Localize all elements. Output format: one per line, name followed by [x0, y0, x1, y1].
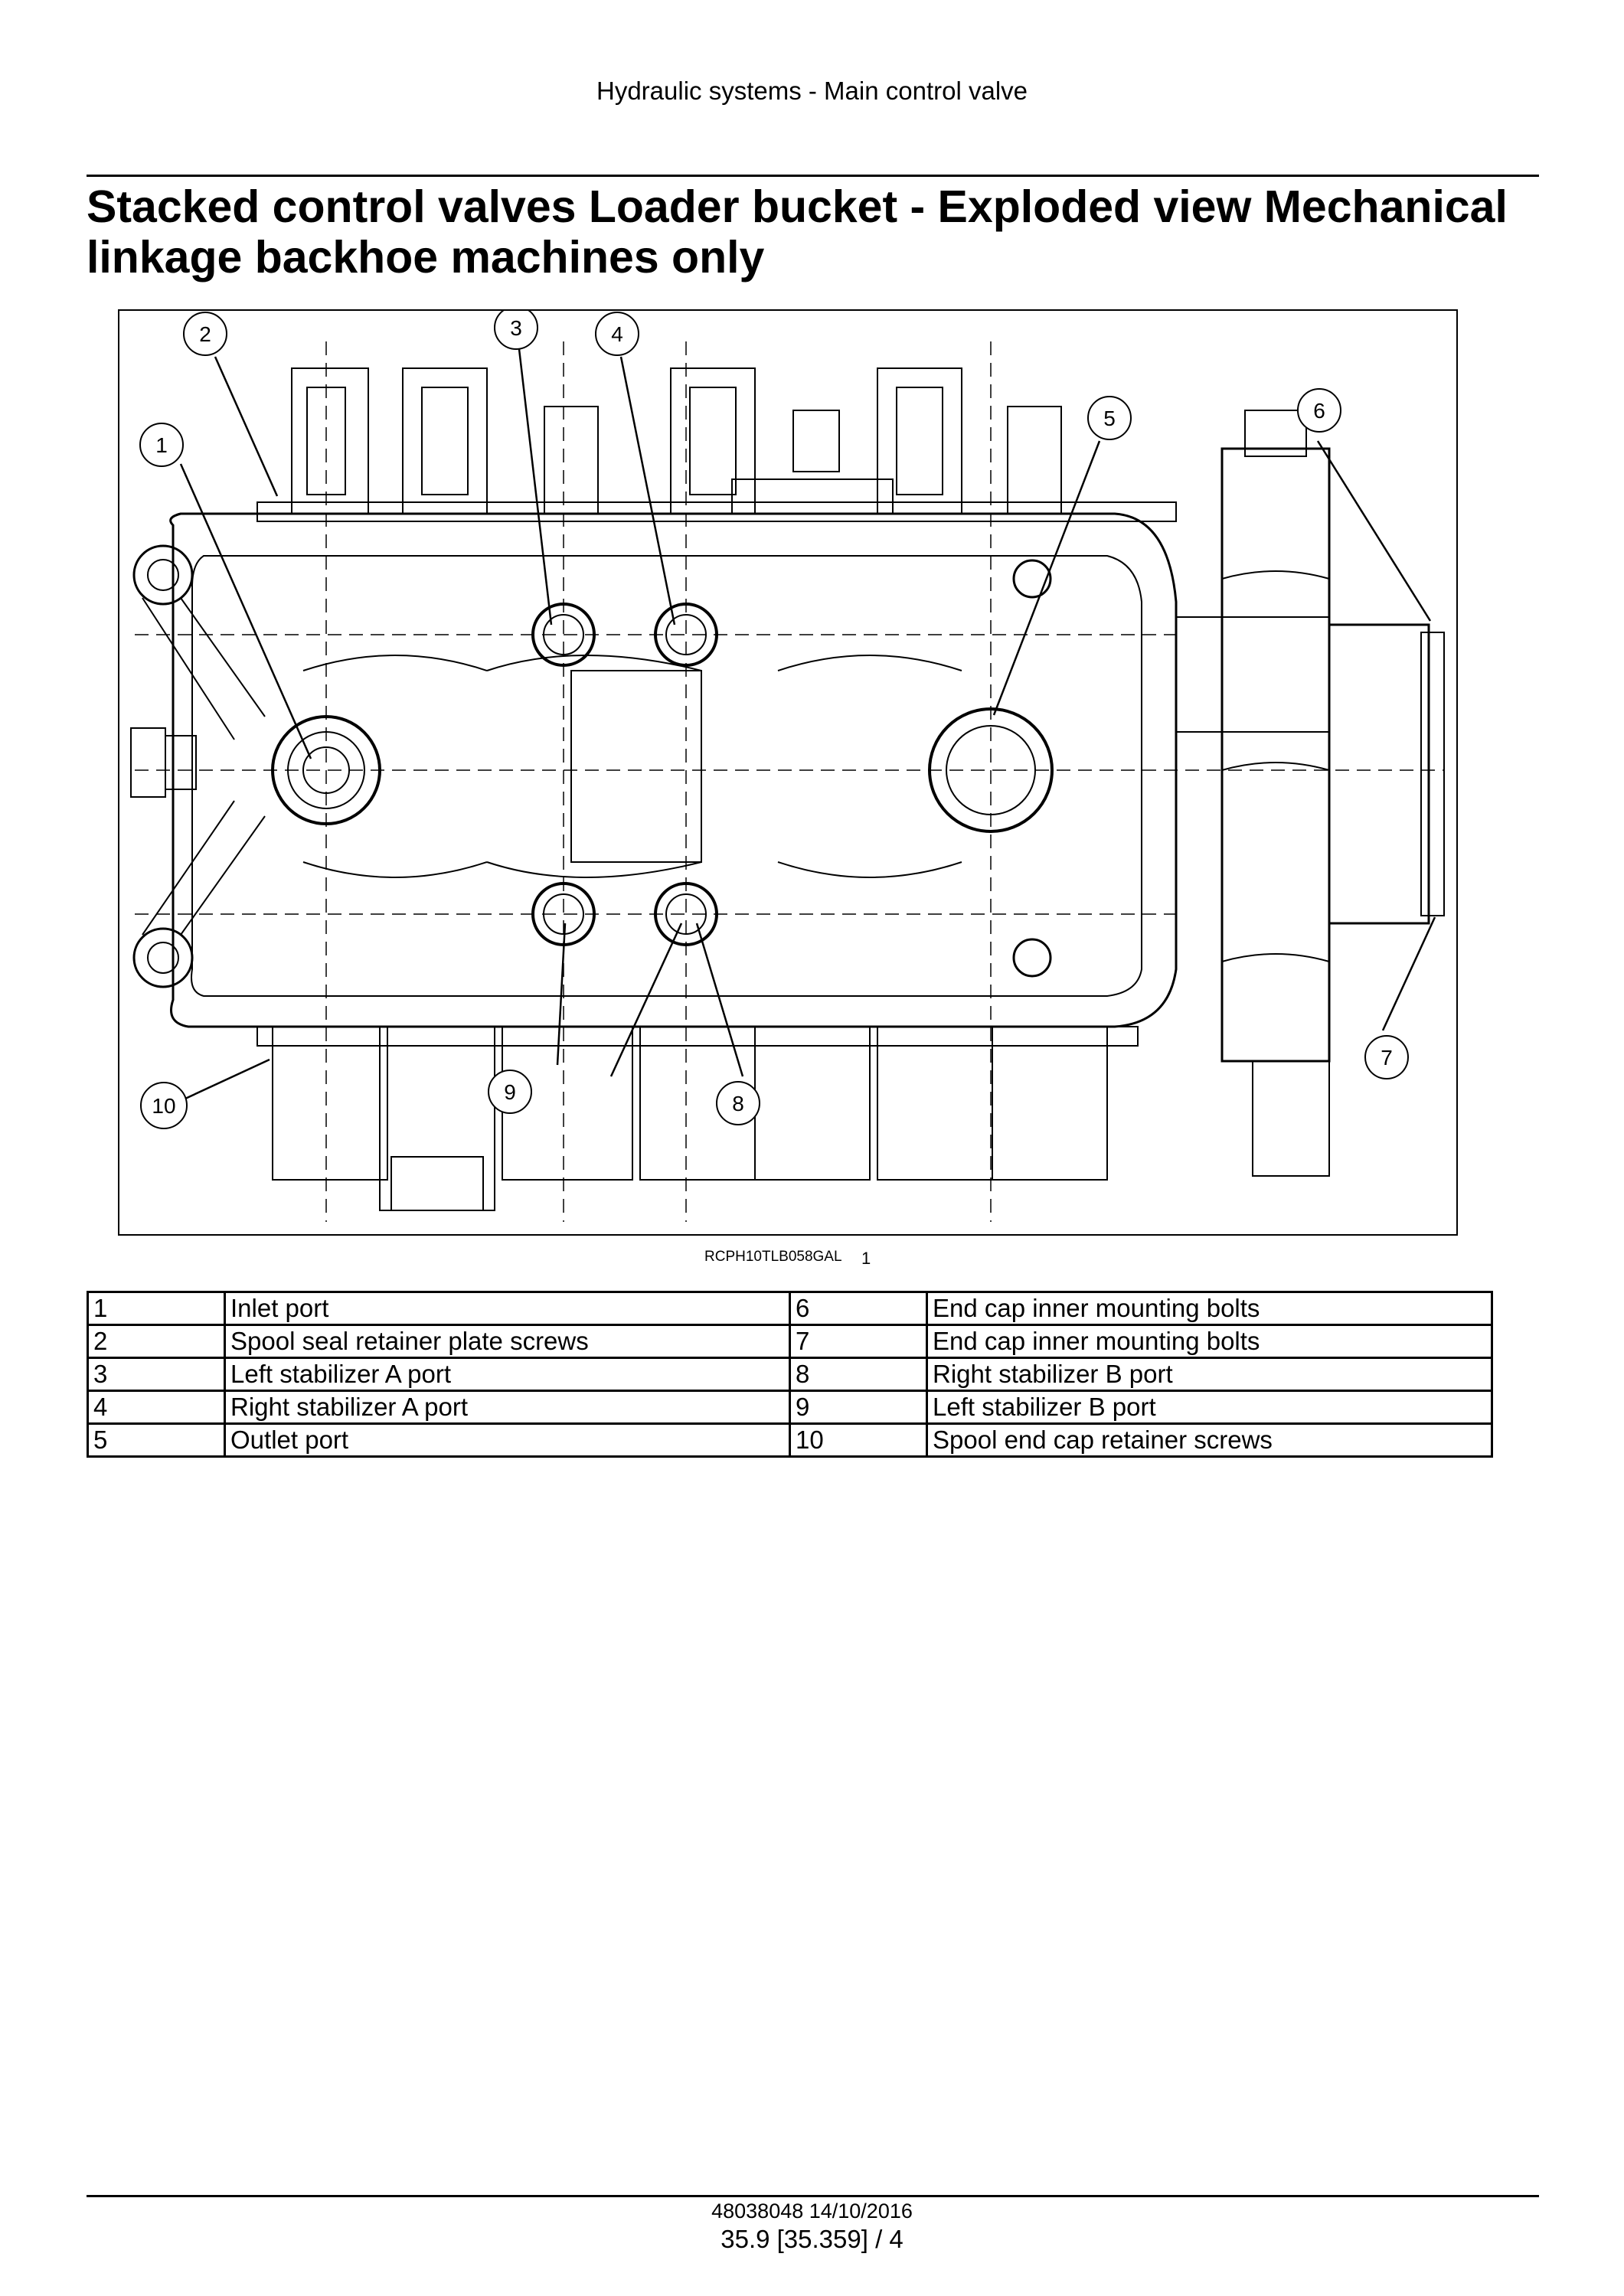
legend-description: Right stabilizer A port [224, 1390, 791, 1425]
callout-6: 6 [1297, 388, 1341, 433]
svg-text:3: 3 [510, 316, 522, 340]
svg-text:6: 6 [1313, 399, 1325, 423]
exploded-view-figure: 1 2 3 4 5 6 7 8 9 10 [118, 309, 1458, 1236]
legend-description: Inlet port [224, 1291, 791, 1326]
legend-number: 8 [789, 1357, 928, 1392]
legend-description: End cap inner mounting bolts [926, 1291, 1493, 1326]
legend-description: End cap inner mounting bolts [926, 1324, 1493, 1359]
top-spool-caps [257, 367, 1177, 522]
callout-1: 1 [139, 423, 184, 467]
legend-description: Outlet port [224, 1422, 791, 1458]
valve-drawing: 1 2 3 4 5 6 7 8 9 10 [130, 311, 1445, 1222]
callout-9: 9 [488, 1070, 532, 1114]
legend-number: 7 [789, 1324, 928, 1359]
table-row: 1 Inlet port 6 End cap inner mounting bo… [87, 1291, 1493, 1326]
header-rule [87, 175, 1539, 177]
footer-document-id: 48038048 14/10/2016 [711, 2200, 913, 2223]
figure-reference-code: RCPH10TLB058GAL [704, 1249, 842, 1265]
table-row: 4 Right stabilizer A port 9 Left stabili… [87, 1390, 1493, 1425]
legend-number: 2 [87, 1324, 226, 1359]
svg-text:5: 5 [1103, 407, 1116, 430]
legend-number: 5 [87, 1422, 226, 1458]
page-title: Stacked control valves Loader bucket - E… [87, 181, 1508, 283]
figure-number: 1 [861, 1249, 871, 1268]
svg-text:7: 7 [1381, 1046, 1393, 1070]
footer-page-number: 35.9 [35.359] / 4 [721, 2225, 903, 2253]
centre-lines [135, 341, 1444, 1222]
legend-number: 6 [789, 1291, 928, 1326]
footer-rule [87, 2195, 1539, 2197]
svg-text:10: 10 [152, 1094, 175, 1118]
legend-number: 9 [789, 1390, 928, 1425]
legend-description: Left stabilizer A port [224, 1357, 791, 1392]
callout-7: 7 [1364, 1035, 1409, 1079]
legend-number: 4 [87, 1390, 226, 1425]
table-row: 2 Spool seal retainer plate screws 7 End… [87, 1324, 1493, 1359]
legend-description: Spool end cap retainer screws [926, 1422, 1493, 1458]
svg-text:4: 4 [611, 322, 623, 346]
legend-description: Right stabilizer B port [926, 1357, 1493, 1392]
callout-3: 3 [494, 311, 538, 350]
svg-text:8: 8 [732, 1092, 744, 1115]
callouts: 1 2 3 4 5 6 7 8 9 10 [139, 311, 1409, 1129]
end-cap [1175, 410, 1445, 1177]
table-row: 3 Left stabilizer A port 8 Right stabili… [87, 1357, 1493, 1392]
leader-lines [175, 348, 1436, 1105]
callout-5: 5 [1087, 396, 1132, 440]
legend-number: 1 [87, 1291, 226, 1326]
page-header: Hydraulic systems - Main control valve [596, 77, 1028, 105]
parts-legend-table: 1 Inlet port 6 End cap inner mounting bo… [87, 1291, 1493, 1458]
legend-description: Left stabilizer B port [926, 1390, 1493, 1425]
svg-text:1: 1 [155, 433, 168, 457]
legend-number: 3 [87, 1357, 226, 1392]
valve-body [130, 512, 1178, 1028]
svg-text:9: 9 [504, 1080, 516, 1104]
table-row: 5 Outlet port 10 Spool end cap retainer … [87, 1422, 1493, 1458]
legend-number: 10 [789, 1422, 928, 1458]
callout-10: 10 [140, 1082, 188, 1129]
legend-description: Spool seal retainer plate screws [224, 1324, 791, 1359]
svg-text:2: 2 [199, 322, 211, 346]
callout-4: 4 [595, 312, 639, 356]
callout-8: 8 [716, 1081, 760, 1125]
callout-2: 2 [183, 312, 227, 356]
bottom-spool-caps [257, 1026, 1139, 1211]
